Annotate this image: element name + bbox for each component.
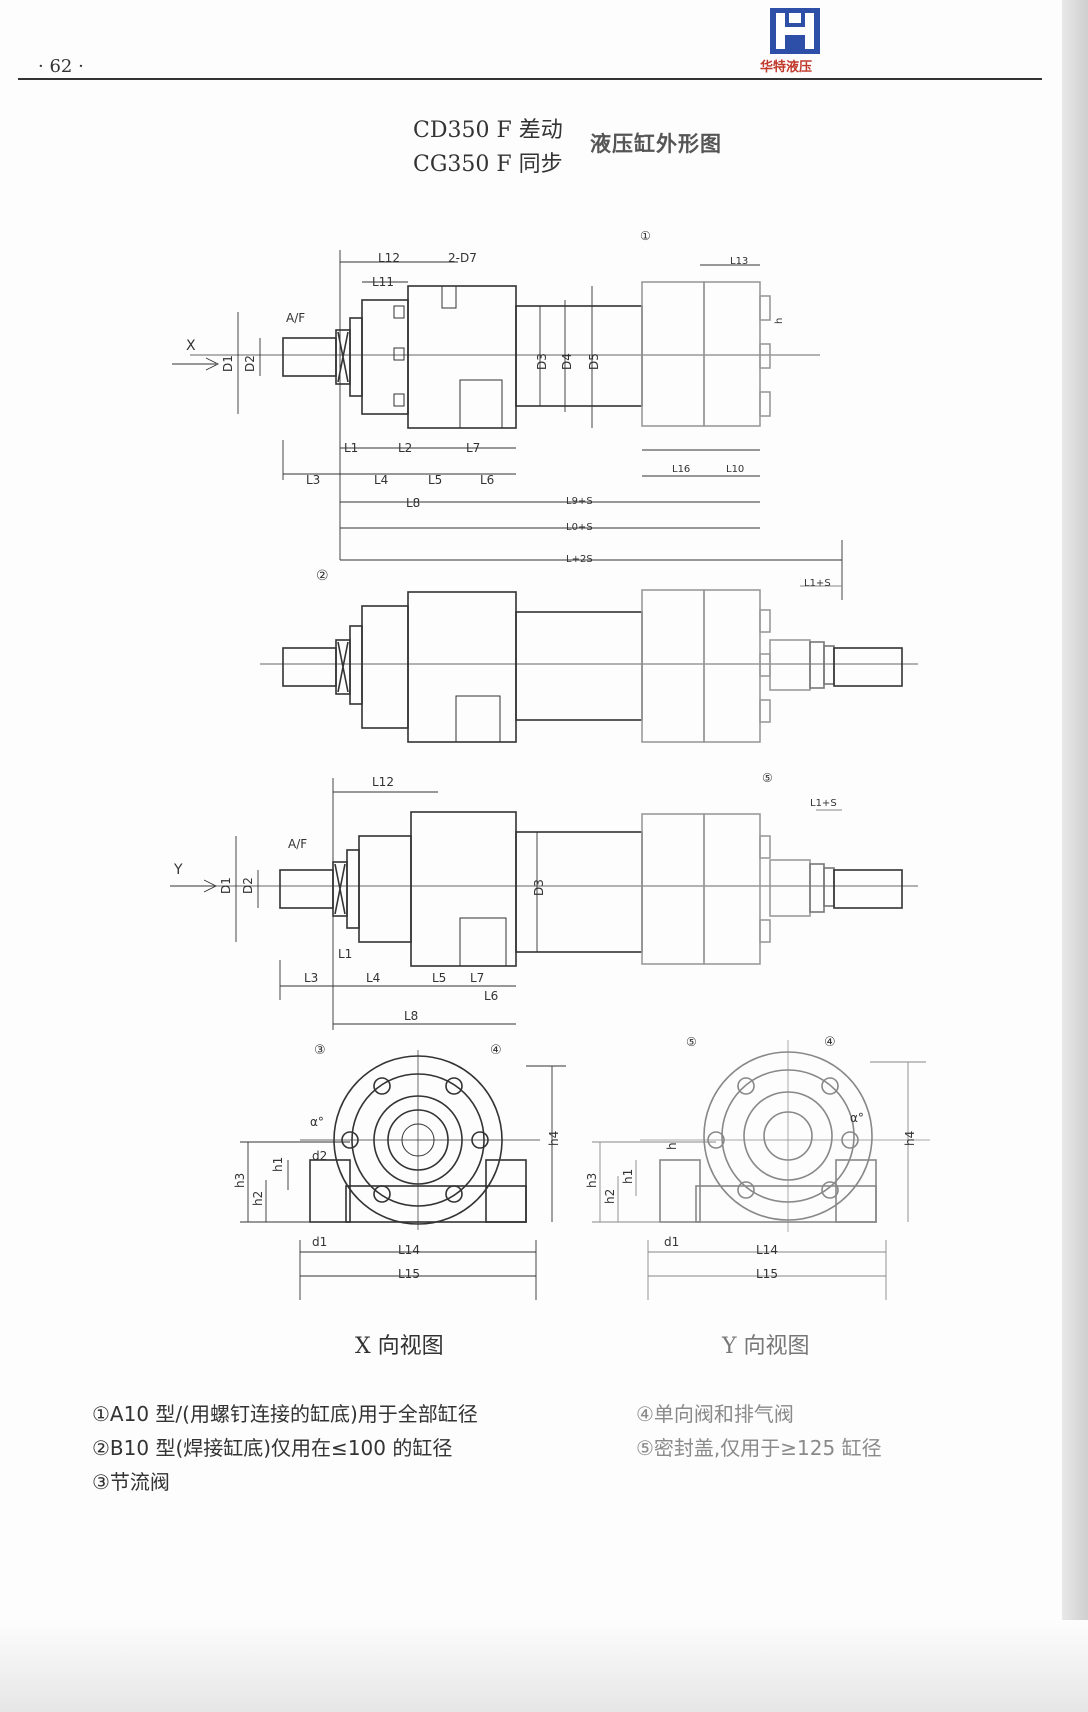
dim-L6-v3: L6 [484,989,498,1003]
side-view-2 [260,540,918,743]
dim-L5: L5 [428,473,442,487]
dim-L3: L3 [306,473,320,487]
dim-h2-x: h2 [251,1191,265,1206]
dim-D5: D5 [587,353,601,370]
dim-h1-y: h1 [621,1169,635,1184]
dim-L9S: L9+S [566,496,593,507]
callout-3: ③ [314,1043,326,1058]
dim-L5-v3: L5 [432,971,446,985]
dim-AF: A/F [286,311,305,325]
dim-D2: D2 [243,355,257,372]
dim-h-top: h [774,318,785,324]
dim-D3: D3 [535,353,549,370]
dim-h2-y: h2 [603,1189,617,1204]
dim-L14-x: L14 [398,1243,420,1257]
dim-L10: L10 [726,464,744,475]
dim-h1-x: h1 [271,1157,285,1172]
dim-d1-y: d1 [664,1235,679,1249]
note-1: ①A10 型/(用螺钉连接的缸底)用于全部缸径 [92,1402,478,1426]
dim-L14-y: L14 [756,1243,778,1257]
callout-1: ① [640,229,651,243]
dim-L1S-v3: L1+S [810,798,837,809]
note-2: ②B10 型(焊接缸底)仅用在≤100 的缸径 [92,1436,453,1460]
dim-L1S-top: L1+S [804,578,831,589]
dim-D3-v3: D3 [532,879,546,896]
dim-L2S: L+2S [566,554,593,565]
dim-L8: L8 [406,496,420,510]
dim-L7-v3: L7 [470,971,484,985]
dim-L13: L13 [730,256,748,267]
dim-Y: Y [173,862,183,878]
side-view-3 [170,778,918,1030]
dim-h4-x: h4 [547,1131,561,1146]
dim-L15-y: L15 [756,1267,778,1281]
note-4: ④单向阀和排气阀 [636,1402,794,1426]
page-edge-shadow [1062,0,1088,1712]
dim-L0S: L0+S [566,522,593,533]
y-view-label: Y 向视图 [722,1334,810,1359]
dim-alpha-y: α° [850,1111,864,1125]
dim-L6: L6 [480,473,494,487]
dim-L12: L12 [378,251,400,265]
dim-L12-v3: L12 [372,775,394,789]
dim-h3-y: h3 [585,1173,599,1188]
dim-D7: 2-D7 [448,251,477,265]
dim-L3-v3: L3 [304,971,318,985]
dim-d1-x: d1 [312,1235,327,1249]
dim-alpha-x: α° [310,1115,324,1129]
dim-d2-x: d2 [312,1149,327,1163]
dim-L2: L2 [398,441,412,455]
dim-L4: L4 [374,473,388,487]
callout-4-y: ④ [824,1035,836,1050]
dim-D1: D1 [221,355,235,372]
dim-X: X [186,338,196,354]
dim-L1-v3: L1 [338,947,352,961]
page-number: · 62 · [38,56,84,77]
dim-D1-v3: D1 [219,877,233,894]
header-rule [18,78,1042,80]
dim-L4-v3: L4 [366,971,380,985]
dim-h3-x: h3 [233,1173,247,1188]
dim-L16: L16 [672,464,690,475]
dim-L8-v3: L8 [404,1009,418,1023]
dim-L7: L7 [466,441,480,455]
x-view-label: X 向视图 [355,1334,444,1359]
callout-4-x: ④ [490,1043,502,1058]
y-end-view [592,1040,930,1300]
dim-L11: L11 [372,275,394,289]
dim-h4-y: h4 [903,1131,917,1146]
logo-text: 华特液压 [760,60,813,75]
page-bottom-shadow [0,1620,1088,1712]
title-line-2: CG350 F 同步 [413,152,563,177]
dim-h-y: h [665,1142,679,1150]
note-3: ③节流阀 [92,1470,170,1494]
dim-D4: D4 [560,353,574,370]
callout-5-y: ⑤ [686,1035,697,1049]
dim-AF-v3: A/F [288,837,307,851]
note-5: ⑤密封盖,仅用于≥125 缸径 [636,1436,882,1460]
x-end-view [240,1050,566,1300]
title-line-1: CD350 F 差动 [413,118,563,143]
dim-D2-v3: D2 [241,877,255,894]
company-logo-icon [770,8,820,54]
dim-L15-x: L15 [398,1267,420,1281]
title-main: 液压缸外形图 [590,132,722,156]
callout-2: ② [316,568,329,584]
callout-5: ⑤ [762,771,773,785]
side-view-1 [172,250,842,561]
dim-L1: L1 [344,441,358,455]
